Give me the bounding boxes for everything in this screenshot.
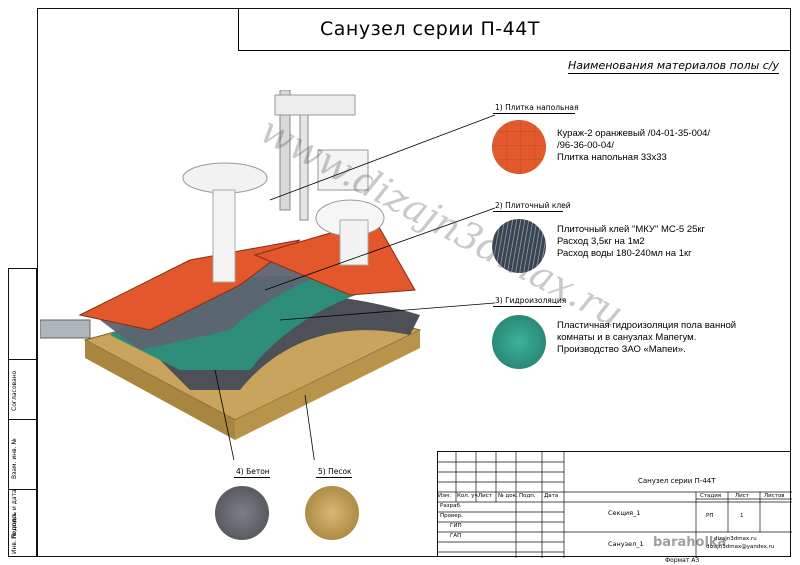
page-title: Санузел серии П-44Т [320, 18, 540, 40]
role-gip: ГИП [450, 523, 462, 529]
layer-label-hydro: 3) Гидроизоляция [495, 296, 567, 305]
desc-line: Кураж-2 оранжевый /04-01-35-004/ [557, 128, 711, 139]
side-label-inv: Инв. № подл. [11, 512, 18, 554]
vertical-pipe [279, 90, 291, 211]
label-underline [493, 306, 561, 307]
label-underline [493, 211, 563, 212]
sand-front [235, 330, 420, 440]
layer-label-sand: 5) Песок [318, 467, 352, 476]
floor-illustration [40, 90, 496, 460]
col-date: Дата [544, 493, 559, 499]
layer-label-tile: 1) Плитка напольная [495, 103, 579, 112]
stamp-site: dizajn3dmax.ru [714, 536, 757, 542]
tile-description: Кураж-2 оранжевый /04-01-35-004/ /96-36-… [557, 128, 710, 164]
drain-pipe [40, 319, 91, 339]
side-stamp: Согласовано Взам. инв. № Подпись и дата … [8, 268, 37, 557]
hydro-description: Пластичная гидроизоляция пола ванной ком… [557, 320, 736, 356]
side-label-agreed: Согласовано [11, 370, 18, 411]
desc-line: комнаты и в санузлах Мапегум. [557, 332, 697, 343]
sheet-format: Формат А3 [665, 557, 700, 564]
stage-header: Стадия [700, 493, 722, 499]
stamp-title: Санузел серии П-44Т [638, 477, 716, 485]
stamp-section: Секция_1 [608, 509, 641, 517]
label-underline [493, 113, 575, 114]
toilet-tank [317, 149, 369, 191]
desc-line: Расход 3,5кг на 1м2 [557, 236, 645, 247]
desc-line: Плитка напольная 33х33 [557, 152, 667, 163]
brand-watermark: baraholka [653, 535, 727, 550]
label-underline [234, 477, 270, 478]
page-subtitle: Наименования материалов полы с/у [568, 59, 780, 74]
col-sheet: Лист [478, 493, 492, 499]
layer-label-adhesive: 2) Плиточный клей [495, 201, 571, 210]
side-cell [9, 419, 36, 420]
sink-bowl [182, 162, 268, 194]
title-block: Изм. Кол. уч. Лист № док. Подп. Дата Раз… [437, 451, 792, 558]
hydro-swatch [492, 315, 546, 369]
sheet-header: Лист [735, 493, 749, 499]
stamp-room: Санузел_1 [608, 540, 644, 548]
desc-line: Расход воды 180-240мл на 1кг [557, 248, 692, 259]
side-label-replace: Взам. инв. № [11, 438, 18, 479]
adhesive-layer [100, 260, 340, 350]
layer-label-concrete: 4) Бетон [236, 467, 270, 476]
role-dev: Разраб. [440, 503, 462, 509]
tile-layer [78, 239, 301, 331]
sand-swatch [305, 486, 359, 540]
role-gap: ГАП [450, 533, 462, 539]
sink-pedestal [212, 189, 236, 283]
adhesive-description: Плиточный клей "МКУ" МС-5 25кг Расход 3,… [557, 224, 705, 260]
desc-line: /96-36-00-04/ [557, 140, 615, 151]
drawing-frame [37, 8, 791, 557]
sheets-header: Листов [764, 493, 785, 499]
desc-line: Производство ЗАО «Мапеи». [557, 344, 686, 355]
header-line [238, 50, 790, 51]
role-check: Провер. [440, 513, 463, 519]
stage-value: РП [706, 513, 714, 519]
tile-swatch [492, 120, 546, 174]
header-divider [238, 8, 239, 50]
toilet-base [339, 219, 369, 266]
desc-line: Пластичная гидроизоляция пола ванной [557, 320, 737, 331]
title-block-grid [438, 452, 792, 558]
col-count: Кол. уч. [457, 493, 480, 499]
concrete-swatch [215, 486, 269, 540]
col-sign: Подп. [519, 493, 536, 499]
label-underline [316, 477, 352, 478]
side-cell [9, 489, 36, 490]
side-cell [9, 359, 36, 360]
stamp-email: dizajn3dmax@yandex.ru [706, 544, 775, 550]
sheet-value: 1 [740, 513, 744, 519]
adhesive-swatch [492, 219, 546, 273]
desc-line: Плиточный клей "МКУ" МС-5 25кг [557, 224, 706, 235]
col-doc: № док. [498, 493, 518, 499]
col-change: Изм. [438, 493, 451, 499]
sand-side [85, 340, 235, 440]
wall-box [274, 94, 356, 116]
